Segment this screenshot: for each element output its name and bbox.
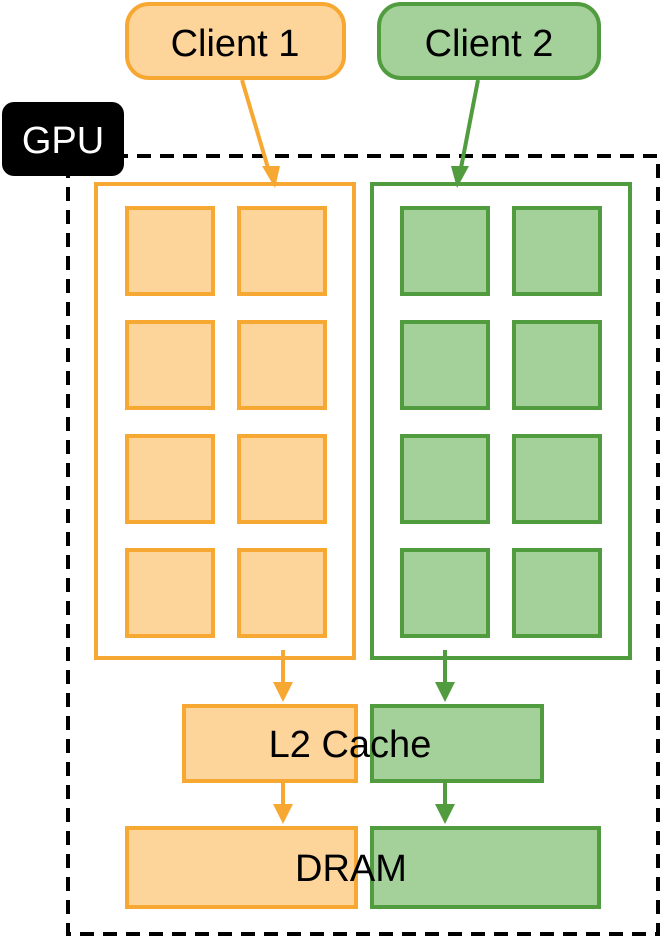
sm-grid-client-2 [400, 206, 602, 638]
sm-block-client-1 [125, 548, 215, 638]
l2-cache: L2 Cache [182, 704, 544, 783]
partition-2-to-l2-arrow [435, 650, 455, 702]
client-1-arrow [240, 79, 280, 188]
dram-client-1 [125, 826, 358, 909]
client-1-box [125, 2, 346, 80]
l2-to-dram-arrow-1 [273, 781, 293, 824]
sm-block-client-1 [237, 206, 327, 296]
partition-client-1 [94, 182, 356, 660]
sm-block-client-1 [237, 548, 327, 638]
client-1: Client 1 [125, 2, 346, 80]
l2-cache-client-2 [370, 704, 544, 783]
sm-block-client-2 [400, 434, 490, 524]
gpu-label-text: GPU [22, 120, 104, 162]
l2-cache-label: L2 Cache [269, 724, 432, 766]
sm-block-client-1 [125, 206, 215, 296]
sm-block-client-1 [237, 434, 327, 524]
sm-block-client-1 [125, 320, 215, 410]
sm-block-client-2 [512, 434, 602, 524]
sm-block-client-2 [400, 206, 490, 296]
sm-grid-client-1 [125, 206, 327, 638]
dram: DRAM [125, 826, 601, 909]
sm-block-client-2 [400, 548, 490, 638]
client-2: Client 2 [377, 2, 601, 80]
dram-label: DRAM [295, 848, 407, 890]
sm-block-client-2 [512, 320, 602, 410]
client-2-arrow [451, 79, 480, 188]
dram-client-2 [370, 826, 601, 909]
sm-block-client-2 [400, 320, 490, 410]
partition-1-to-l2-arrow [273, 650, 293, 702]
partition-client-2 [370, 182, 632, 660]
l2-to-dram-arrow-2 [435, 781, 455, 824]
sm-block-client-1 [125, 434, 215, 524]
gpu-boundary [66, 154, 660, 936]
sm-block-client-1 [237, 320, 327, 410]
client-2-box [377, 2, 601, 80]
gpu-label-bg [2, 102, 124, 176]
l2-cache-client-1 [182, 704, 358, 783]
sm-block-client-2 [512, 548, 602, 638]
sm-block-client-2 [512, 206, 602, 296]
gpu-label: GPU [2, 102, 124, 176]
client-2-label: Client 2 [425, 23, 554, 65]
client-1-label: Client 1 [171, 23, 300, 65]
